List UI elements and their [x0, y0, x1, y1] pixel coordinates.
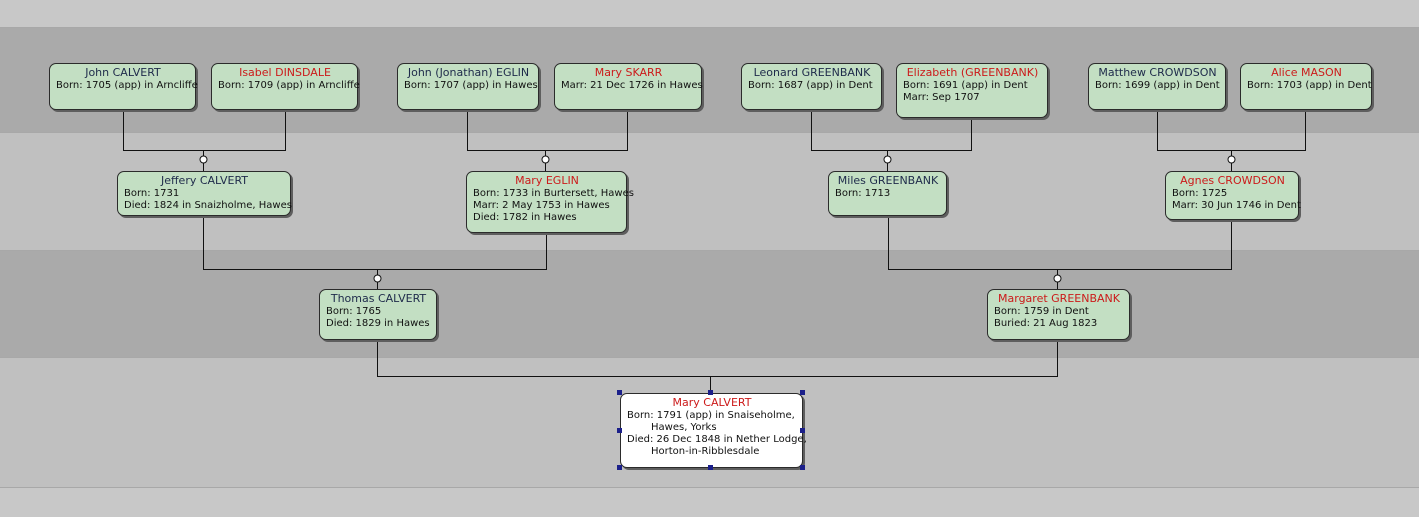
person-detail: Born: 1725: [1172, 188, 1228, 199]
connector-miles-agnes: [888, 216, 1232, 270]
person-detail: Died: 26 Dec 1848 in Nether Lodge,: [627, 434, 807, 445]
person-detail: Hawes, Yorks: [651, 422, 717, 433]
person-name: Matthew CROWDSON: [1098, 66, 1217, 79]
person-name: Elizabeth (GREENBANK): [906, 66, 1039, 79]
person-detail: Buried: 21 Aug 1823: [994, 318, 1098, 329]
marriage-markers: [199, 155, 1236, 283]
selection-handle[interactable]: [617, 465, 622, 470]
person-name: Mary EGLIN: [515, 174, 579, 187]
person-name: Alice MASON: [1271, 66, 1342, 79]
person-box-elizabeth-greenbank[interactable]: Elizabeth (GREENBANK) Born: 1691 (app) i…: [896, 63, 1048, 118]
selection-handle[interactable]: [708, 390, 713, 395]
selection-handle[interactable]: [617, 428, 622, 433]
person-box-matthew-crowdson[interactable]: Matthew CROWDSON Born: 1699 (app) in Den…: [1088, 63, 1226, 110]
person-name: Jeffery CALVERT: [160, 174, 249, 187]
band-bottom: [0, 487, 1419, 517]
connector-greenbank-pair: [811, 110, 972, 151]
marriage-node: [199, 155, 208, 164]
person-box-margaret-greenbank[interactable]: Margaret GREENBANK Born: 1759 in Dent Bu…: [987, 289, 1130, 340]
person-detail: Died: 1829 in Hawes: [326, 318, 430, 329]
person-detail: Born: 1791 (app) in Snaiseholme,: [627, 410, 795, 421]
person-name: Mary SKARR: [594, 66, 663, 79]
person-detail: Marr: Sep 1707: [903, 92, 980, 103]
marriage-node: [883, 155, 892, 164]
person-name: Miles GREENBANK: [837, 174, 939, 187]
person-detail: Marr: 30 Jun 1746 in Dent: [1172, 200, 1301, 211]
person-box-mary-calvert[interactable]: Mary CALVERT Born: 1791 (app) in Snaiseh…: [620, 393, 807, 468]
marriage-node: [1053, 274, 1062, 283]
person-name: John (Jonathan) EGLIN: [407, 66, 530, 79]
connector-lines: [123, 110, 1306, 393]
person-name: Mary CALVERT: [672, 396, 752, 409]
connector-thomas-margaret: [377, 340, 1058, 377]
connector-eglin-skarr: [467, 110, 628, 151]
person-box-john-eglin[interactable]: John (Jonathan) EGLIN Born: 1707 (app) i…: [397, 63, 539, 110]
person-box-thomas-calvert[interactable]: Thomas CALVERT Born: 1765 Died: 1829 in …: [319, 289, 437, 340]
selection-handle[interactable]: [708, 465, 713, 470]
person-detail: Died: 1782 in Hawes: [473, 212, 577, 223]
person-detail: Born: 1703 (app) in Dent: [1247, 80, 1372, 91]
person-box-agnes-crowdson[interactable]: Agnes CROWDSON Born: 1725 Marr: 30 Jun 1…: [1165, 171, 1301, 220]
person-detail: Died: 1824 in Snaizholme, Hawes: [124, 200, 292, 211]
selection-handle[interactable]: [800, 390, 805, 395]
marriage-node: [373, 274, 382, 283]
marriage-node: [541, 155, 550, 164]
person-detail: Born: 1707 (app) in Hawes: [404, 80, 538, 91]
person-detail: Born: 1731: [124, 188, 180, 199]
person-name: John CALVERT: [85, 66, 161, 79]
person-box-isabel-dinsdale[interactable]: Isabel DINSDALE Born: 1709 (app) in Arnc…: [211, 63, 360, 110]
person-detail: Born: 1765: [326, 306, 382, 317]
person-detail: Born: 1691 (app) in Dent: [903, 80, 1028, 91]
person-box-alice-mason[interactable]: Alice MASON Born: 1703 (app) in Dent: [1240, 63, 1372, 110]
person-box-miles-greenbank[interactable]: Miles GREENBANK Born: 1713: [828, 171, 947, 216]
marriage-node: [1227, 155, 1236, 164]
person-detail: Born: 1733 in Burtersett, Hawes: [473, 188, 634, 199]
person-box-mary-eglin[interactable]: Mary EGLIN Born: 1733 in Burtersett, Haw…: [466, 171, 634, 233]
person-name: Isabel DINSDALE: [239, 66, 331, 79]
connector-jeffery-mary-eglin: [203, 216, 547, 270]
selection-handle[interactable]: [800, 428, 805, 433]
person-detail: Born: 1709 (app) in Arncliffe: [218, 80, 360, 91]
person-detail: Horton-in-Ribblesdale: [651, 446, 760, 457]
selection-handle[interactable]: [617, 390, 622, 395]
band-generation-3: [0, 250, 1419, 358]
person-detail: Born: 1687 (app) in Dent: [748, 80, 873, 91]
connector-calvert-dinsdale: [123, 110, 286, 151]
person-box-jeffery-calvert[interactable]: Jeffery CALVERT Born: 1731 Died: 1824 in…: [117, 171, 292, 216]
person-detail: Born: 1705 (app) in Arncliffe: [56, 80, 198, 91]
person-detail: Born: 1713: [835, 188, 891, 199]
person-box-leonard-greenbank[interactable]: Leonard GREENBANK Born: 1687 (app) in De…: [741, 63, 882, 110]
selection-handle[interactable]: [800, 465, 805, 470]
person-detail: Born: 1759 in Dent: [994, 306, 1089, 317]
person-name: Agnes CROWDSON: [1180, 174, 1285, 187]
person-detail: Marr: 2 May 1753 in Hawes: [473, 200, 610, 211]
person-name: Leonard GREENBANK: [753, 66, 871, 79]
band-top: [0, 0, 1419, 27]
person-detail: Born: 1699 (app) in Dent: [1095, 80, 1220, 91]
person-box-john-calvert[interactable]: John CALVERT Born: 1705 (app) in Arnclif…: [49, 63, 198, 110]
person-detail: Marr: 21 Dec 1726 in Hawes: [561, 80, 703, 91]
person-name: Margaret GREENBANK: [998, 292, 1120, 305]
person-box-mary-skarr[interactable]: Mary SKARR Marr: 21 Dec 1726 in Hawes: [554, 63, 703, 110]
person-name: Thomas CALVERT: [330, 292, 427, 305]
connector-crowdson-mason: [1157, 110, 1306, 151]
